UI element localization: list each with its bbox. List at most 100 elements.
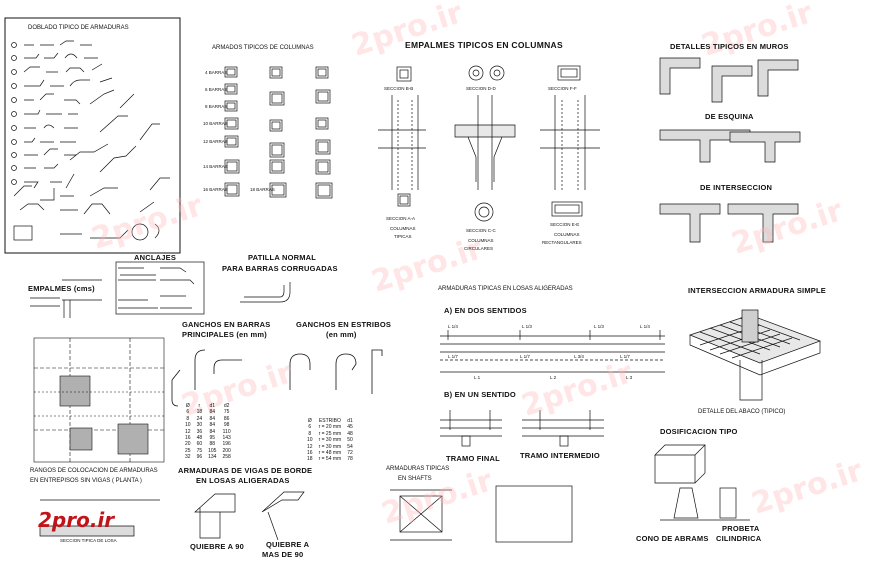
label-quiebre-90: QUIEBRE A 90	[190, 542, 244, 551]
table-cell: 48	[347, 430, 353, 437]
table-cell: 88	[209, 441, 216, 448]
table-cell: 30	[196, 422, 203, 429]
table-cell: 110	[222, 428, 231, 435]
title-ganchos-barras: GANCHOS EN BARRAS	[182, 320, 271, 329]
hook-stirrups-drawings	[289, 349, 383, 394]
table-row: 10 30 84 98	[182, 422, 234, 428]
title-ganchos-barras-sub: PRINCIPALES (en mm)	[182, 330, 267, 339]
table-header-cell: Ø	[307, 418, 312, 424]
label-rect-1: COLUMNAS	[554, 232, 580, 237]
title-vigas-borde-2: EN LOSAS ALIGERADAS	[196, 476, 290, 485]
span-label: L 1/3	[522, 324, 532, 329]
table-header-cell: Ø	[185, 403, 190, 409]
span-label: L 1/7	[520, 354, 530, 359]
span-label: L 3	[626, 375, 633, 380]
table-cell: 86	[223, 415, 230, 422]
label-seccion-aa: SECCION A-A	[386, 216, 416, 221]
label-cono: CONO DE ABRAMS	[636, 534, 709, 543]
table-cell: 200	[222, 447, 231, 454]
title-de-esquina: DE ESQUINA	[705, 112, 754, 121]
site-logo: 2pro.ir	[38, 508, 115, 532]
table-cell: 10	[185, 422, 191, 429]
barras-label: 18 BARRAS	[250, 187, 275, 192]
label-seccion-losa: SECCION TIPICA DE LOSA	[60, 538, 117, 543]
label-seccion-bb: SECCION B-B	[384, 86, 414, 91]
title-vigas-borde-1: ARMADURAS DE VIGAS DE BORDE	[178, 466, 313, 475]
table-cell: 134	[208, 454, 217, 461]
title-dos-sentidos: A) EN DOS SENTIDOS	[444, 306, 527, 315]
table-cell: 60	[196, 441, 203, 448]
label-quiebre-mas-1: QUIEBRE A	[266, 540, 310, 549]
title-shafts-2: EN SHAFTS	[398, 476, 432, 482]
title-empalmes-columnas: EMPALMES TIPICOS EN COLUMNAS	[405, 40, 563, 50]
table-cell: 36	[196, 428, 203, 435]
table-cell: 105	[208, 447, 217, 454]
table-cell: 18	[196, 409, 203, 416]
typical-slab-section	[39, 499, 160, 537]
title-tramo-intermedio: TRAMO INTERMEDIO	[520, 451, 600, 460]
barras-label: 6 BARRAS	[205, 87, 228, 92]
hook-bars-drawings	[171, 349, 242, 407]
title-un-sentido: B) EN UN SENTIDO	[444, 390, 516, 399]
barras-label: 16 BARRAS	[203, 187, 228, 192]
title-patilla: PATILLA NORMAL	[248, 253, 317, 262]
table-header-cell: d1	[347, 418, 353, 424]
table-cell: 54	[347, 443, 353, 450]
label-seccion-ee: SECCION E-E	[550, 222, 580, 227]
span-label: L 1/7	[620, 354, 630, 359]
table-cell: 98	[223, 422, 230, 429]
table-cell: 143	[222, 435, 231, 442]
table-cell: r = 30 mm	[318, 443, 342, 450]
label-seccion-cc: SECCION C-C	[466, 228, 496, 233]
table-cell: 258	[222, 454, 231, 461]
table-cell: 24	[196, 415, 203, 422]
title-de-interseccion: DE INTERSECCION	[700, 183, 773, 192]
table-header-row: Ø r d1 d2	[182, 403, 234, 409]
table-cell: 20	[185, 441, 191, 448]
table-cell: 32	[185, 454, 191, 461]
table-row: 12 r = 30 mm 54	[304, 444, 356, 450]
barras-label: 8 BARRAS	[205, 104, 228, 109]
table-cell: 16	[307, 450, 313, 457]
table-cell: 12	[307, 443, 313, 450]
table-header-cell: d2	[223, 403, 230, 409]
table-cell: 72	[347, 450, 353, 457]
column-splice-details	[378, 65, 600, 222]
label-probeta-2: CILINDRICA	[716, 534, 762, 543]
dosage-box	[654, 444, 750, 521]
title-armados-columnas: ARMADOS TIPICOS DE COLUMNAS	[212, 45, 314, 51]
span-label: L 2	[550, 375, 557, 380]
table-cell: 84	[209, 415, 216, 422]
barras-label: 12 BARRAS	[203, 139, 228, 144]
span-label: L 1/3	[594, 324, 604, 329]
label-rect-2: RECTANGULARES	[542, 240, 582, 245]
table-header-cell: d1	[209, 403, 216, 409]
table-cell: r = 20 mm	[318, 424, 342, 431]
table-cell: 48	[196, 435, 203, 442]
title-rangos-1: RANGOS DE COLOCACION DE ARMADURAS	[30, 468, 158, 474]
table-cell: 6	[186, 409, 190, 416]
wall-corner-details	[659, 57, 801, 243]
label-circulares-1: COLUMNAS	[468, 238, 494, 243]
column-sections-grid	[224, 66, 333, 199]
slab-plan	[33, 337, 165, 463]
barras-label: 4 BARRAS	[205, 70, 228, 75]
span-label: L 3/4	[574, 354, 584, 359]
ribbed-slab-two-way	[440, 330, 665, 373]
label-quiebre-mas-2: MAS DE 90	[262, 550, 304, 559]
table-cell: 6	[308, 424, 312, 431]
title-interseccion-simple: INTERSECCION ARMADURA SIMPLE	[688, 286, 826, 295]
table-cell: r = 48 mm	[318, 450, 342, 457]
title-ganchos-estribos-sub: (en mm)	[326, 330, 357, 339]
table-cell: 18	[307, 456, 313, 463]
span-label: L 1/4	[640, 324, 650, 329]
table-cell: 84	[209, 409, 216, 416]
table-cell: 84	[209, 422, 216, 429]
